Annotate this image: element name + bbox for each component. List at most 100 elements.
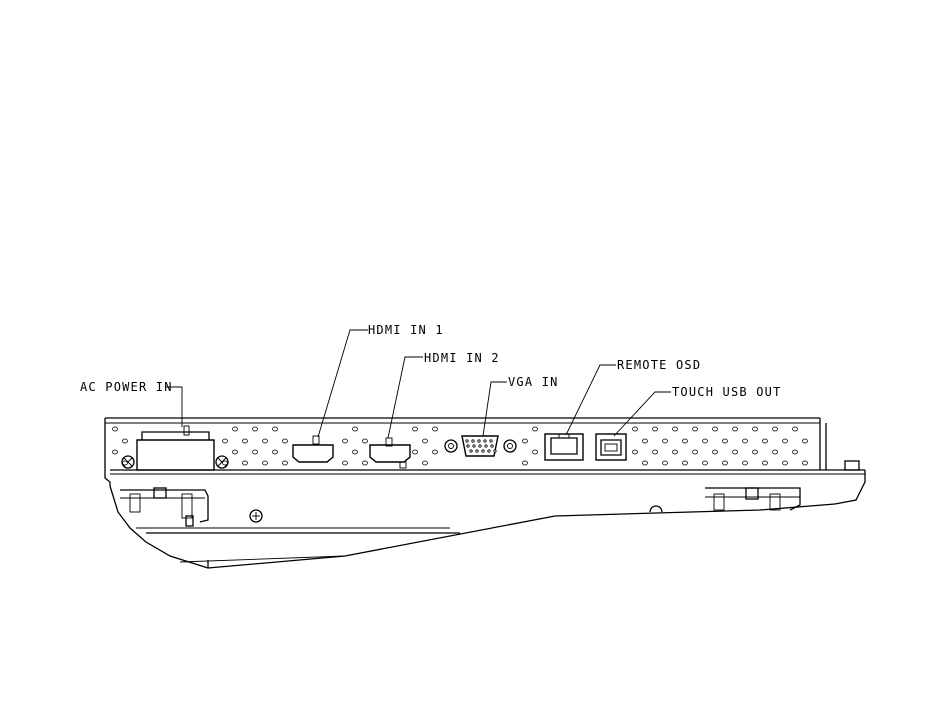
vent-hole xyxy=(253,450,258,454)
vent-hole xyxy=(783,439,788,443)
vga-pin xyxy=(490,440,492,442)
vent-hole xyxy=(533,427,538,431)
vent-hole xyxy=(283,439,288,443)
vent-hole xyxy=(243,461,248,465)
vent-hole xyxy=(663,439,668,443)
vent-hole xyxy=(633,427,638,431)
remote-osd-label: REMOTE OSD xyxy=(617,358,701,372)
vent-hole xyxy=(673,427,678,431)
vent-hole xyxy=(523,461,528,465)
ac-power-inlet xyxy=(137,426,214,470)
vent-hole xyxy=(263,461,268,465)
vent-hole xyxy=(533,450,538,454)
hdmi-in-2-port xyxy=(370,438,410,468)
vent-hole xyxy=(743,461,748,465)
vga-pin xyxy=(473,445,475,447)
vga-pin xyxy=(494,450,496,452)
hdmi-in-1-port xyxy=(293,436,333,462)
vent-hole xyxy=(633,450,638,454)
vent-hole xyxy=(763,439,768,443)
vga-pin xyxy=(472,440,474,442)
ac-power-in-label: AC POWER IN xyxy=(80,380,173,394)
vent-hole xyxy=(223,439,228,443)
lower-right-screw xyxy=(650,506,662,512)
vent-hole xyxy=(123,439,128,443)
vent-hole xyxy=(793,427,798,431)
vent-hole xyxy=(683,461,688,465)
vent-hole xyxy=(263,439,268,443)
vent-hole xyxy=(253,427,258,431)
vent-hole xyxy=(713,427,718,431)
vent-hole xyxy=(763,461,768,465)
vent-hole xyxy=(273,450,278,454)
vent-hole xyxy=(413,450,418,454)
vga-pin xyxy=(476,450,478,452)
vga-in-port xyxy=(445,436,516,456)
vent-hole xyxy=(433,450,438,454)
vga-in-label: VGA IN xyxy=(508,375,559,389)
vent-hole xyxy=(343,461,348,465)
vent-hole xyxy=(233,450,238,454)
vent-hole xyxy=(363,439,368,443)
vent-hole xyxy=(673,450,678,454)
vent-hole xyxy=(273,427,278,431)
vga-pin xyxy=(485,445,487,447)
vent-hole xyxy=(423,461,428,465)
vga-pin xyxy=(482,450,484,452)
remote-osd-port xyxy=(545,434,583,460)
vent-hole xyxy=(113,427,118,431)
vent-hole xyxy=(343,439,348,443)
vent-hole xyxy=(803,461,808,465)
vga-pin xyxy=(466,440,468,442)
vent-hole xyxy=(123,461,128,465)
vent-hole xyxy=(693,427,698,431)
touch-usb-out-port xyxy=(596,434,626,460)
right-mount-bracket xyxy=(705,488,800,510)
vent-hole xyxy=(803,439,808,443)
vent-hole xyxy=(363,461,368,465)
touch-usb-out-label: TOUCH USB OUT xyxy=(672,385,782,399)
vent-hole xyxy=(723,439,728,443)
vent-hole xyxy=(413,427,418,431)
vent-hole xyxy=(663,461,668,465)
vent-hole xyxy=(753,427,758,431)
callout-leaders xyxy=(166,330,671,438)
vent-hole xyxy=(773,427,778,431)
vent-hole xyxy=(793,450,798,454)
vent-hole xyxy=(693,450,698,454)
vent-hole xyxy=(753,450,758,454)
vent-hole xyxy=(683,439,688,443)
vent-hole xyxy=(743,439,748,443)
left-mount-bracket xyxy=(120,488,208,526)
vent-hole xyxy=(703,461,708,465)
vent-hole xyxy=(733,450,738,454)
vent-hole xyxy=(643,439,648,443)
vga-pin xyxy=(470,450,472,452)
hdmi-in-1-label: HDMI IN 1 xyxy=(368,323,444,337)
vent-hole xyxy=(223,461,228,465)
vga-pin xyxy=(467,445,469,447)
vent-hole xyxy=(433,427,438,431)
vent-hole xyxy=(243,439,248,443)
vga-pin xyxy=(484,440,486,442)
vent-hole xyxy=(773,450,778,454)
vent-hole xyxy=(723,461,728,465)
vent-hole xyxy=(353,427,358,431)
vent-hole xyxy=(353,450,358,454)
vent-hole xyxy=(733,427,738,431)
vent-hole xyxy=(643,461,648,465)
vent-hole xyxy=(783,461,788,465)
vent-hole xyxy=(703,439,708,443)
vent-hole xyxy=(233,427,238,431)
vga-pin xyxy=(491,445,493,447)
vent-hole xyxy=(423,439,428,443)
vent-hole xyxy=(283,461,288,465)
vga-pin xyxy=(478,440,480,442)
vent-hole xyxy=(653,427,658,431)
vent-hole xyxy=(653,450,658,454)
vent-hole xyxy=(713,450,718,454)
vent-hole xyxy=(523,439,528,443)
hdmi-in-2-label: HDMI IN 2 xyxy=(424,351,500,365)
vent-hole xyxy=(113,450,118,454)
vga-pin xyxy=(479,445,481,447)
